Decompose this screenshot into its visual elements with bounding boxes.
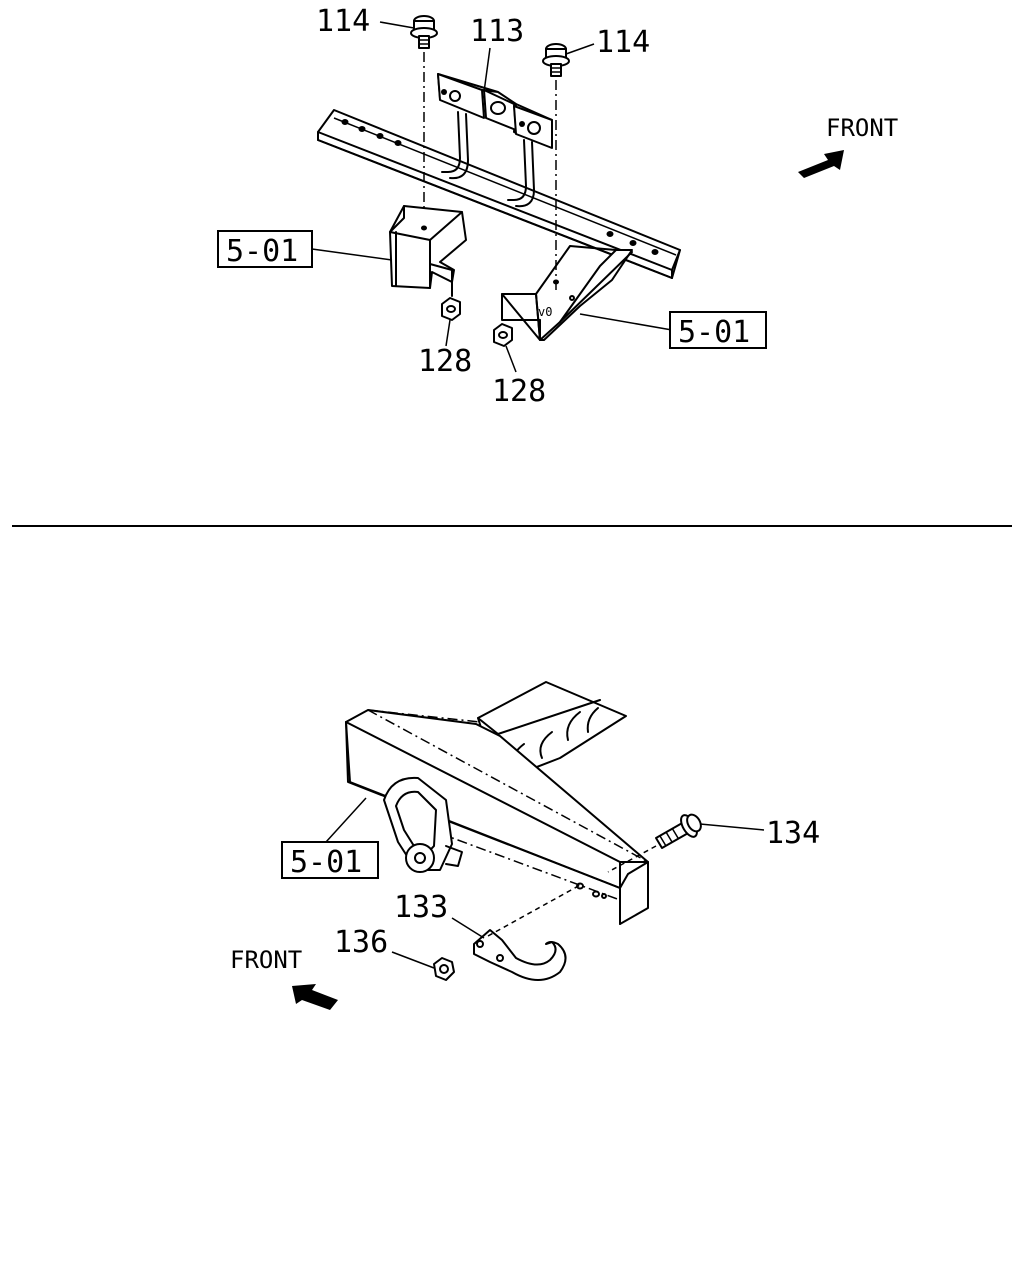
frame-member-right: v0 — [501, 245, 633, 341]
frame-member-left — [389, 205, 467, 297]
nut-128-left — [441, 297, 461, 321]
callout-128-left: 128 — [418, 344, 472, 379]
bolt-134 — [607, 813, 702, 873]
bottom-leaders — [325, 797, 765, 969]
ref-5-01-left: 5-01 — [226, 234, 298, 269]
ref-5-01-right: 5-01 — [678, 315, 750, 350]
front-label-bottom: FRONT — [230, 946, 302, 974]
tow-eye-bracket — [383, 776, 463, 873]
top-assembly: v0 114 113 114 5-01 5-01 1 — [217, 4, 898, 409]
nut-136 — [433, 957, 455, 981]
tow-hook-133 — [473, 883, 583, 981]
callout-133: 133 — [394, 890, 448, 925]
front-arrow-top-icon — [798, 150, 844, 178]
callout-114-right: 114 — [596, 25, 650, 60]
top-leaders — [311, 21, 673, 373]
svg-text:v0: v0 — [538, 305, 552, 319]
front-label-top: FRONT — [826, 114, 898, 142]
bolt-114-right — [542, 43, 570, 290]
ref-box-bottom — [281, 841, 379, 879]
callout-113: 113 — [470, 14, 524, 49]
nut-128-right — [493, 323, 513, 347]
rail-holes — [341, 119, 659, 255]
front-cross-member — [345, 709, 649, 925]
bottom-assembly: 5-01 134 133 136 FRONT — [230, 681, 820, 1010]
ref-box-left — [217, 230, 313, 268]
ref-5-01-bottom: 5-01 — [290, 845, 362, 880]
callout-114-left: 114 — [316, 4, 370, 39]
angle-rail — [317, 109, 681, 279]
front-arrow-bottom-icon — [292, 984, 338, 1010]
callout-136: 136 — [334, 925, 388, 960]
bolt-114-left — [410, 15, 438, 290]
callout-128-right: 128 — [492, 374, 546, 409]
bracket-113 — [437, 73, 553, 208]
callout-134: 134 — [766, 816, 820, 851]
ref-box-right — [669, 311, 767, 349]
